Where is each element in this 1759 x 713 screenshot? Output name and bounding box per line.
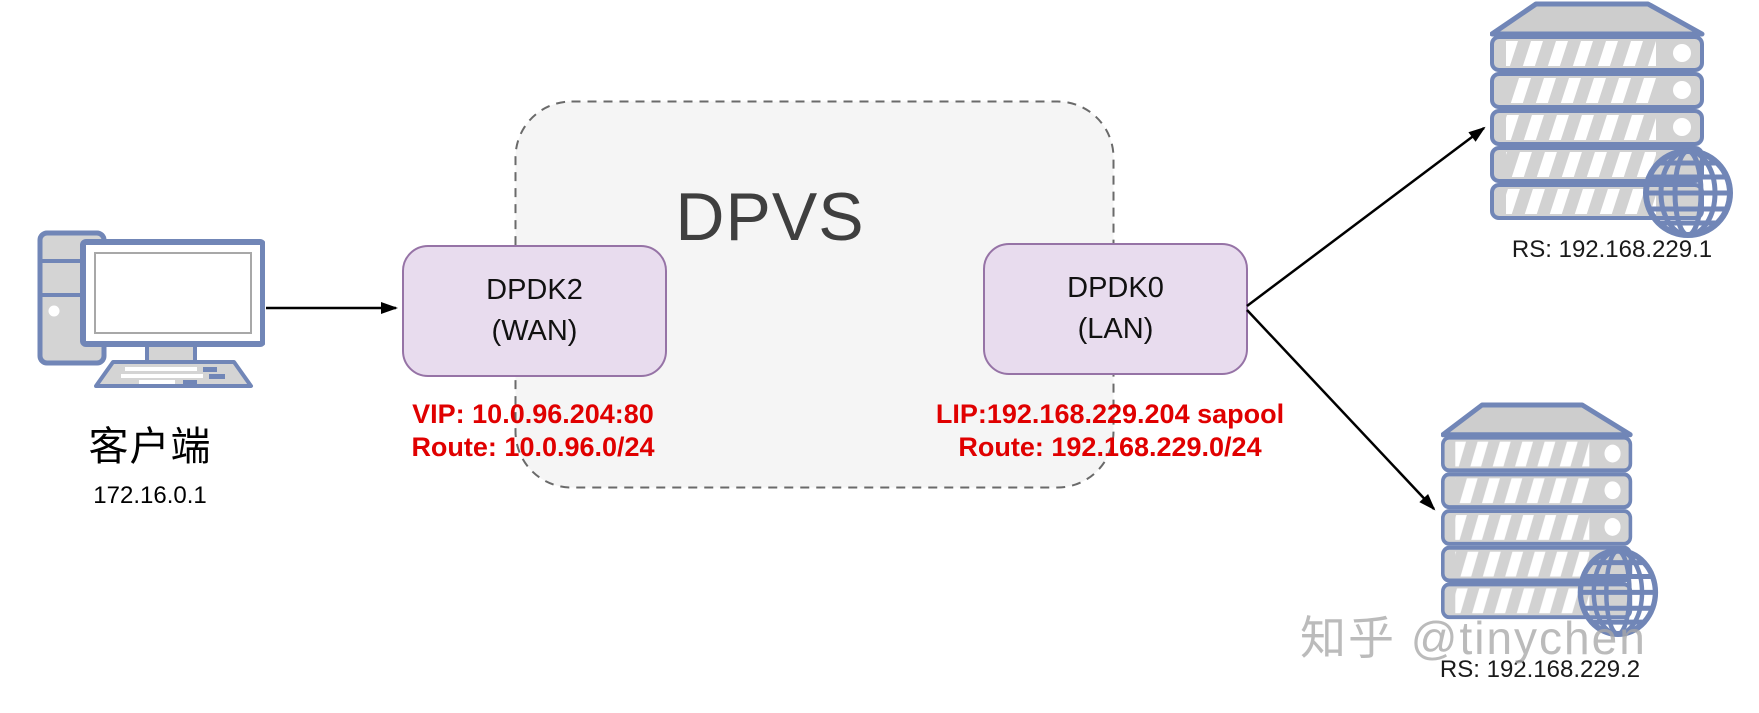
watermark: 知乎 @tinychen: [1300, 612, 1647, 664]
wan-vip: VIP: 10.0.96.204:80: [412, 399, 654, 429]
arrow-lan-to-rs1: [1246, 126, 1486, 307]
nic-lan-name: DPDK0: [1067, 272, 1164, 304]
nic-box-dpdk2-wan: DPDK2 (WAN): [402, 245, 667, 377]
rs1-label: RS: 192.168.229.1: [1511, 236, 1713, 263]
wan-route: Route: 10.0.96.0/24: [411, 432, 655, 462]
lan-lip: LIP:192.168.229.204 sapool: [935, 399, 1285, 429]
wan-config-text: VIP: 10.0.96.204:80 Route: 10.0.96.0/24: [378, 398, 688, 464]
nic-wan-name: DPDK2: [486, 274, 583, 306]
nic-lan-zone: (LAN): [1077, 313, 1154, 345]
server-rack-icon-rs1: [1490, 1, 1734, 239]
lan-route: Route: 192.168.229.0/24: [958, 432, 1262, 462]
dpvs-title: DPVS: [675, 179, 865, 255]
lan-config-text: LIP:192.168.229.204 sapool Route: 192.16…: [935, 398, 1285, 464]
rs2-label: RS: 192.168.229.2: [1439, 656, 1641, 683]
client-label: 客户端: [88, 425, 212, 469]
nic-wan-zone: (WAN): [491, 315, 578, 347]
nic-box-dpdk0-lan: DPDK0 (LAN): [983, 243, 1248, 375]
client-computer-icon: [37, 230, 265, 388]
client-ip: 172.16.0.1: [93, 482, 207, 509]
